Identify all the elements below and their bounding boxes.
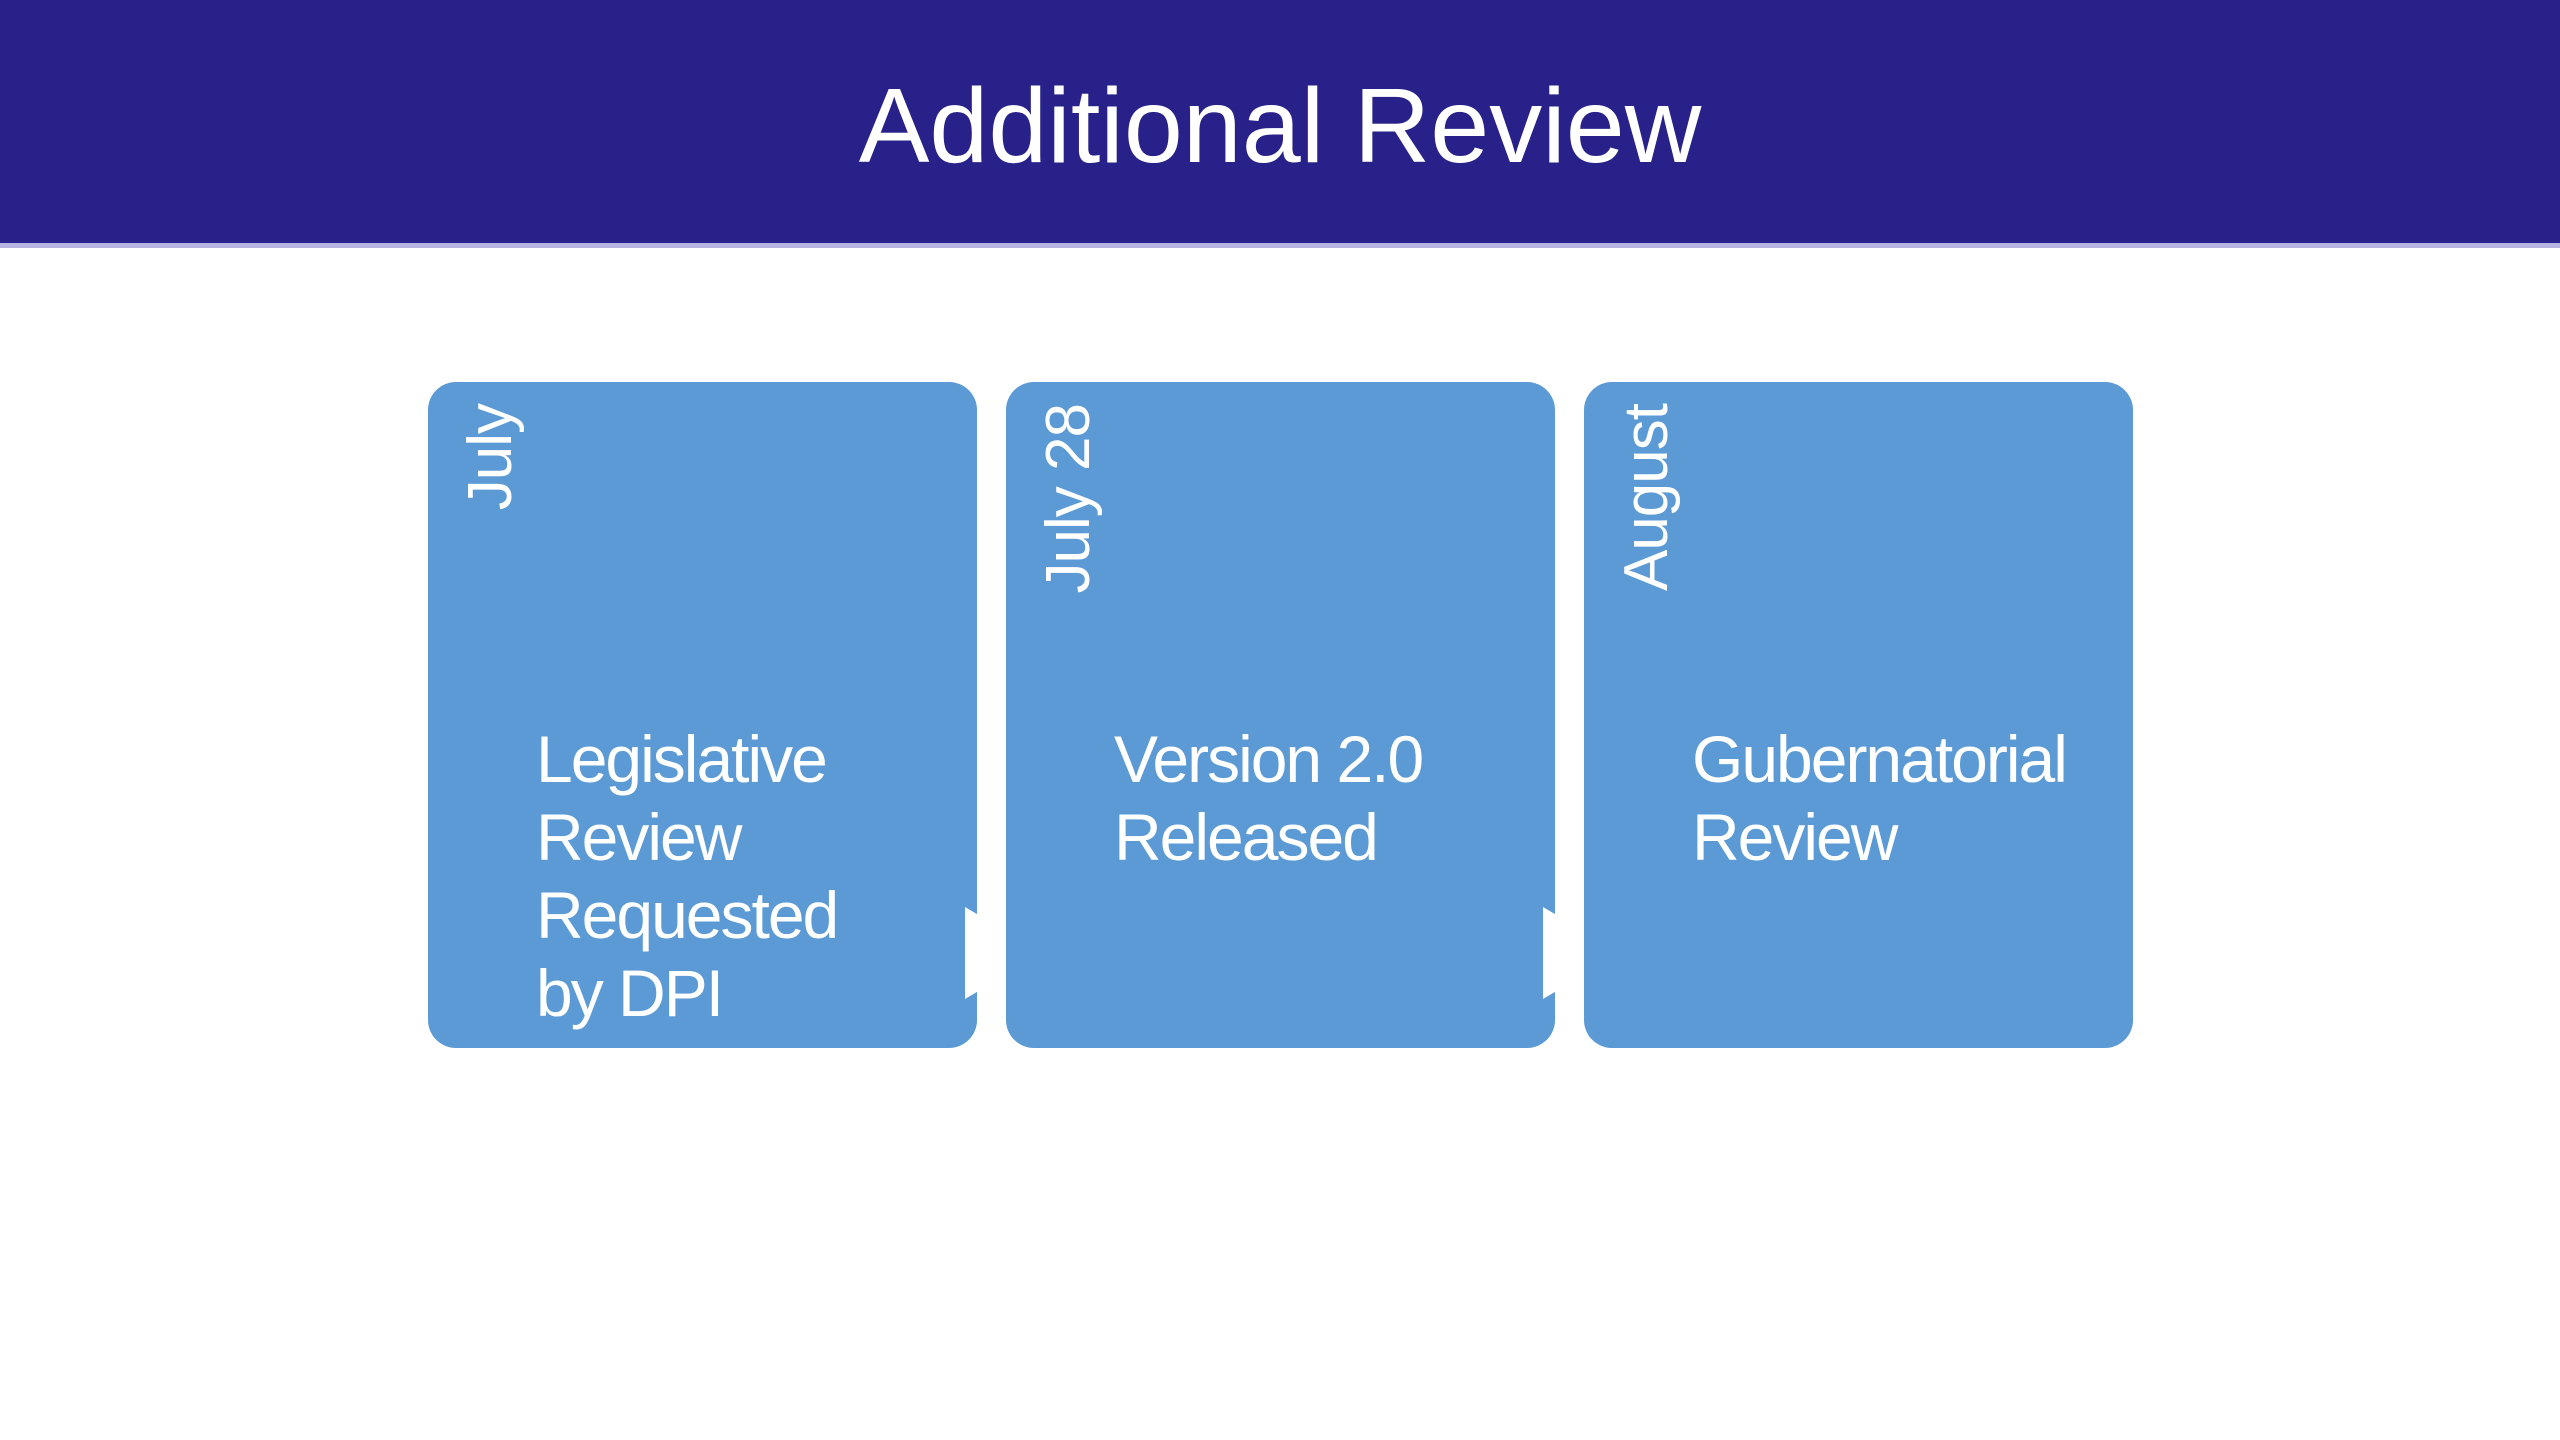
process-diagram: July Legislative Review Requested by DPI… [0,248,2560,1435]
page-title: Additional Review [858,67,1702,185]
step-box-august: August Gubernatorial Review [1584,382,2133,1048]
step-description: Legislative Review Requested by DPI [536,722,839,1030]
step-date-label: August [1612,404,1681,592]
step-box-july: July Legislative Review Requested by DPI [428,382,977,1048]
step-date-label: July 28 [1034,404,1103,594]
slide-header: Additional Review [0,0,2560,248]
step-description: Gubernatorial Review [1692,722,2068,874]
step-description: Version 2.0 Released [1114,722,1424,874]
step-box-july-28: July 28 Version 2.0 Released [1006,382,1555,1048]
step-date-label: July [456,404,525,511]
